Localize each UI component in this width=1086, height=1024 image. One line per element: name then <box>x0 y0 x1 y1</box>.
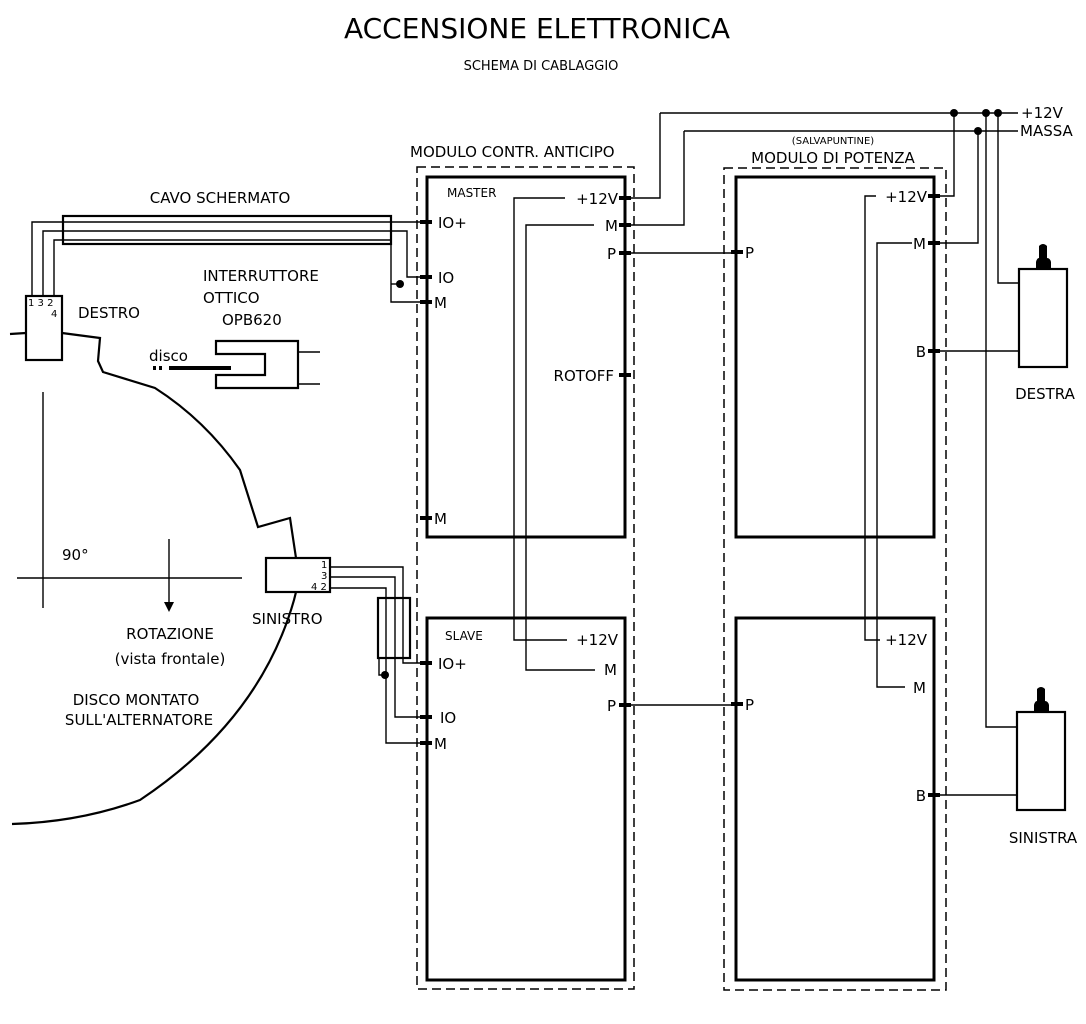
master-pin-m2: M <box>434 510 447 528</box>
optical-switch-model: OPB620 <box>222 311 282 329</box>
junction-dot <box>381 671 389 679</box>
wire-power-m-massa <box>940 131 979 244</box>
slave-pin-m: M <box>434 735 447 753</box>
wire-destro-pin1-ioplus <box>31 221 420 296</box>
coil-right-terminal-icon <box>1036 244 1051 269</box>
control-module: MODULO CONTR. ANTICIPO MASTER IO+ IO M M… <box>410 143 635 990</box>
master-label: MASTER <box>447 186 496 200</box>
power-lower-pin-b: B <box>916 787 926 805</box>
optical-switch-body-icon <box>214 339 300 390</box>
sensor-right: 1 3 2 4 DESTRO <box>24 294 140 362</box>
master-pin-m-right: M <box>605 217 618 235</box>
wire-coil-left-plus12v <box>985 113 1018 728</box>
power-module-subtitle: (SALVAPUNTINE) <box>792 136 874 147</box>
power-lower-box <box>734 616 936 982</box>
wire-m-master-slave <box>525 224 595 671</box>
wire-plus12v-upper-lower <box>864 195 880 641</box>
master-pin-m: M <box>434 294 447 312</box>
power-upper-pin-b: B <box>916 343 926 361</box>
control-module-title: MODULO CONTR. ANTICIPO <box>410 143 615 161</box>
power-upper-pin-p: P <box>745 244 754 262</box>
sensor-left-pin1: 1 <box>321 560 327 571</box>
coil-left-label: SINISTRA <box>1009 829 1078 847</box>
wire-destro-pin3-io <box>42 230 420 296</box>
power-lower-pin-p: P <box>745 696 754 714</box>
slave-pin-m-right: M <box>604 661 617 679</box>
coil-left-body <box>1015 710 1067 812</box>
wire-sinistro-pin3-io <box>330 576 420 718</box>
cable-label: CAVO SCHERMATO <box>150 189 291 207</box>
power-module-outline <box>723 167 947 991</box>
alternator-disc: 90° ROTAZIONE (vista frontale) DISCO MON… <box>9 331 298 826</box>
power-lower-pin-m: M <box>913 679 926 697</box>
disc-label: disco <box>149 347 188 365</box>
slave-pin-io: IO <box>440 709 456 727</box>
master-pin-rotoff: ROTOFF <box>554 367 614 385</box>
disc-mount-line2: SULL'ALTERNATORE <box>65 711 213 729</box>
coil-right-label: DESTRA <box>1015 385 1076 403</box>
wire-m-upper-lower <box>876 242 912 688</box>
angle-label: 90° <box>62 546 89 564</box>
power-upper-pin-plus12v: +12V <box>885 188 928 206</box>
wire-sinistro-pin2-m <box>330 587 420 744</box>
rotation-view-label: (vista frontale) <box>115 650 226 668</box>
coil-left-terminal-icon <box>1034 687 1049 712</box>
diagram-title: ACCENSIONE ELETTRONICA <box>344 12 730 45</box>
wire-plus12v-master-slave <box>513 197 567 641</box>
cable-shield-left <box>376 596 412 660</box>
optical-switch: INTERRUTTORE OTTICO OPB620 disco <box>149 267 320 390</box>
master-pin-io: IO <box>438 269 454 287</box>
slave-pin-ioplus: IO+ <box>438 655 467 673</box>
disc-mount-line1: DISCO MONTATO <box>73 691 200 709</box>
sensor-left-pin3: 3 <box>321 571 327 582</box>
shielded-cable: CAVO SCHERMATO <box>31 189 420 303</box>
optical-switch-line1: INTERRUTTORE <box>203 267 319 285</box>
wire-power-plus12v-supply <box>940 113 955 197</box>
rotation-arrow-icon <box>164 602 174 612</box>
label-plus12v: +12V <box>1021 104 1064 122</box>
rotation-label: ROTAZIONE <box>126 625 214 643</box>
wire-master-plus12v-supply <box>631 113 661 199</box>
label-massa: MASSA <box>1020 122 1074 140</box>
control-module-outline <box>416 166 635 990</box>
wire-coil-right-plus12v <box>997 113 1018 284</box>
inter-module-wires <box>631 113 1018 796</box>
master-pin-ioplus: IO+ <box>438 214 467 232</box>
disc-outline <box>9 331 298 826</box>
master-pin-p: P <box>607 245 616 263</box>
coil-right-body <box>1017 267 1069 369</box>
power-module-title: MODULO DI POTENZA <box>751 149 915 167</box>
slave-pin-plus12v: +12V <box>576 631 619 649</box>
optical-switch-line2: OTTICO <box>203 289 260 307</box>
sensor-right-label: DESTRO <box>78 304 140 322</box>
power-upper-box <box>734 175 936 539</box>
sensor-left-label: SINISTRO <box>252 610 323 628</box>
slave-label: SLAVE <box>445 629 483 643</box>
wire-destro-pin2-m <box>53 239 420 303</box>
sensor-right-pins: 1 3 2 <box>28 298 53 309</box>
power-upper-pin-m: M <box>913 235 926 253</box>
supply-rails: +12V MASSA <box>660 104 1074 140</box>
sensor-right-body <box>24 294 64 362</box>
slave-pin-p: P <box>607 697 616 715</box>
cable-shield <box>61 214 393 246</box>
coil-right: DESTRA <box>1015 244 1076 403</box>
master-pin-plus12v: +12V <box>576 190 619 208</box>
coil-left: SINISTRA <box>1009 687 1078 847</box>
sensor-left-body <box>264 556 332 594</box>
wire-master-m-massa <box>631 131 685 226</box>
sensor-left-pins42: 4 2 <box>311 582 327 593</box>
power-lower-pin-plus12v: +12V <box>885 631 928 649</box>
sensor-left: 1 3 4 2 SINISTRO <box>252 556 420 744</box>
sensor-right-pin4: 4 <box>51 309 57 320</box>
wire-sinistro-pin1-ioplus <box>330 566 420 664</box>
power-module: (SALVAPUNTINE) MODULO DI POTENZA +12V M … <box>723 136 947 991</box>
diagram-subtitle: SCHEMA DI CABLAGGIO <box>464 59 619 74</box>
